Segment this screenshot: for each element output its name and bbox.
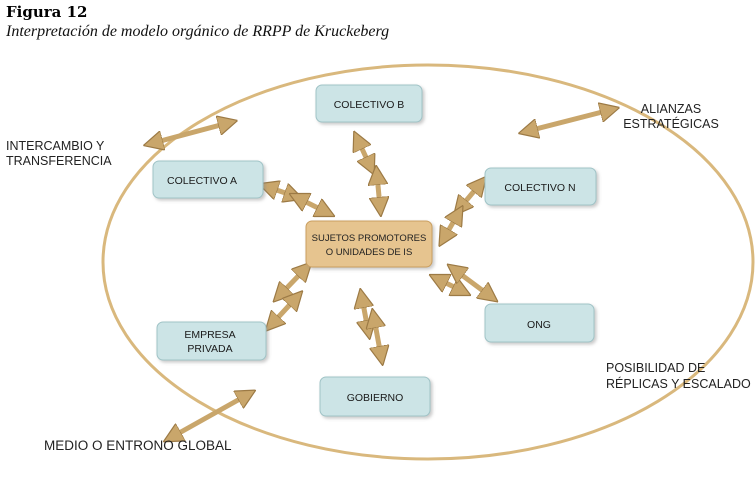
node-colectivo-n: COLECTIVO N — [484, 167, 597, 206]
arrow-gobierno-1 — [362, 298, 368, 330]
center-node: SUJETOS PROMOTORES O UNIDADES DE IS — [305, 220, 433, 268]
figure-number: Figura 12 — [6, 3, 88, 21]
arrow-ong-1 — [438, 279, 462, 291]
label-posibilidad-1: POSIBILIDAD DE — [606, 361, 705, 375]
node-empresa-label-2: PRIVADA — [187, 343, 232, 355]
label-intercambio-1: INTERCAMBIO Y — [6, 139, 105, 153]
node-ong-label: ONG — [527, 319, 551, 331]
node-empresa-label-1: EMPRESA — [184, 329, 235, 341]
node-colectivo-a: COLECTIVO A — [152, 160, 264, 199]
node-gobierno-label: GOBIERNO — [347, 392, 404, 404]
arrow-gobierno-2 — [374, 318, 381, 356]
label-alianzas-2: ESTRATÉGICAS — [623, 116, 719, 131]
arrow-colectivo-n-2 — [444, 214, 458, 238]
arrow-empresa-2 — [272, 298, 296, 324]
arrow-colectivo-a-1 — [268, 187, 294, 196]
figure-title: Interpretación de modelo orgánico de RRP… — [6, 23, 390, 40]
node-colectivo-a-label: COLECTIVO A — [167, 175, 237, 187]
arrow-ong-2 — [455, 270, 490, 296]
arrow-colectivo-a-2 — [298, 198, 326, 212]
arrows-group — [153, 110, 610, 437]
arrow-colectivo-b-2 — [377, 175, 380, 207]
center-label-1: SUJETOS PROMOTORES — [312, 233, 427, 244]
label-alianzas-1: ALIANZAS — [641, 102, 701, 116]
arrow-medio — [172, 395, 247, 437]
arrow-colectivo-n-1 — [460, 184, 480, 208]
node-gobierno: GOBIERNO — [319, 376, 431, 417]
node-colectivo-n-label: COLECTIVO N — [504, 182, 575, 194]
arrow-alianzas — [528, 110, 610, 131]
node-ong: ONG — [484, 303, 595, 343]
arrow-empresa-1 — [280, 269, 305, 295]
arrow-intercambio — [153, 123, 228, 143]
label-medio: MEDIO O ENTRONO GLOBAL — [44, 438, 232, 453]
node-colectivo-b-label: COLECTIVO B — [334, 99, 405, 111]
arrow-colectivo-b-1 — [358, 140, 370, 166]
environment-ellipse — [101, 63, 755, 461]
node-empresa-privada: EMPRESA PRIVADA — [156, 321, 267, 361]
label-intercambio-2: TRANSFERENCIA — [6, 154, 112, 168]
node-colectivo-b: COLECTIVO B — [315, 84, 423, 123]
label-posibilidad-2: RÉPLICAS Y ESCALADO — [606, 376, 751, 391]
center-label-2: O UNIDADES DE IS — [326, 247, 413, 258]
